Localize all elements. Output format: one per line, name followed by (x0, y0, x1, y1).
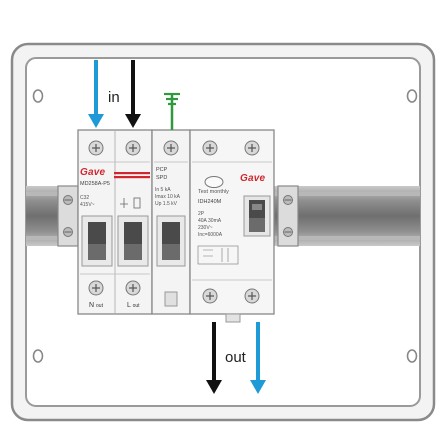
rail-bracket-left (57, 185, 79, 247)
terminal-n-letter: N (89, 302, 95, 309)
input-live-wire (125, 60, 141, 128)
mounting-hole-top-right (406, 89, 418, 103)
output-neutral-wire (250, 322, 266, 394)
mcb-rating-label: C32 (80, 195, 90, 201)
rcd-spec3: 230V~ (198, 225, 213, 231)
mcb-voltage-label: 415V~ (80, 202, 95, 208)
rcd-spec1: 2P (198, 211, 205, 217)
rcd-test-label: Test monthly (198, 189, 229, 195)
mcb-model-label: MD258A-P5 (80, 181, 110, 187)
mcb-module (77, 129, 153, 315)
spd-spec3: Up 1.5 kV (155, 201, 177, 207)
rcd-model-label: IDH240M (198, 199, 222, 205)
earth-icon (164, 92, 180, 130)
spd-spec1: In 5 kA (155, 187, 171, 193)
rail-bracket-right (277, 185, 299, 247)
terminal-l-letter: L (127, 302, 131, 309)
rcd-module (189, 129, 275, 323)
terminal-l-sub: out (132, 303, 140, 309)
mounting-hole-top-left (32, 89, 44, 103)
rcd-spec2: 40A 30mA (198, 218, 222, 224)
spd-module (151, 129, 191, 315)
output-label: out (225, 349, 246, 366)
output-live-wire (206, 322, 222, 394)
mounting-hole-bottom-left (32, 349, 44, 363)
terminal-n-label: N out (89, 302, 103, 309)
input-label: in (108, 89, 120, 106)
spd-line1: PCP (156, 167, 168, 173)
mounting-hole-bottom-right (406, 349, 418, 363)
terminal-l-label: L out (127, 302, 140, 309)
rcd-spec4: Inc=6000A (198, 232, 223, 238)
spd-line2: SPD (156, 175, 168, 181)
rcd-brand-logo: Gave (240, 173, 266, 184)
terminal-n-sub: out (96, 303, 103, 309)
spd-spec2: Imax 10 kA (155, 194, 181, 200)
input-neutral-wire (88, 60, 104, 128)
mcb-brand-logo: Gave (80, 167, 106, 178)
